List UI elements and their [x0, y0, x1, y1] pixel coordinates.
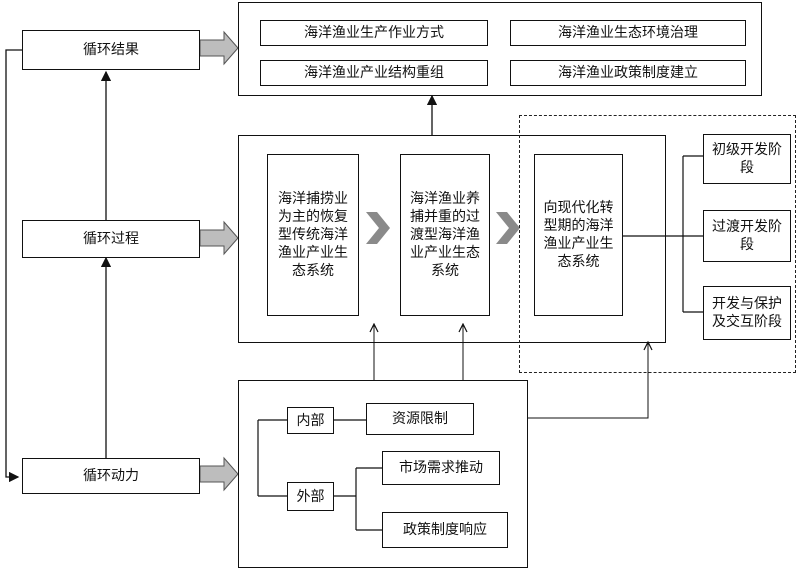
results-frame [238, 2, 762, 96]
external-label-box: 外部 [287, 482, 334, 511]
stage-transition-box: 海洋渔业养捕并重的过渡型海洋渔业产业生态系统 [400, 154, 490, 316]
result-item-4: 海洋渔业政策制度建立 [510, 60, 746, 86]
stage-modern-box: 向现代化转型期的海洋渔业产业生态系统 [534, 154, 623, 316]
block-arrow-process [199, 220, 239, 256]
result-item-3: 海洋渔业产业结构重组 [260, 60, 488, 86]
loop-process-box: 循环过程 [22, 220, 200, 258]
loop-line [5, 49, 22, 483]
block-arrow-power [199, 456, 239, 492]
market-demand-box: 市场需求推动 [382, 451, 500, 485]
result-item-2: 海洋渔业生态环境治理 [510, 20, 746, 46]
result-item-1: 海洋渔业生产作业方式 [260, 20, 488, 46]
chevron-1 [366, 212, 390, 244]
phase-initial-box: 初级开发阶段 [703, 134, 791, 184]
phase-protection-box: 开发与保护及交互阶段 [703, 286, 791, 340]
policy-response-box: 政策制度响应 [382, 512, 508, 548]
loop-result-box: 循环结果 [22, 30, 200, 70]
internal-label-box: 内部 [287, 407, 334, 434]
resource-limit-box: 资源限制 [366, 403, 474, 435]
chevron-2 [496, 212, 520, 244]
up-arrow-3 [528, 342, 648, 419]
stage-traditional-box: 海洋捕捞业为主的恢复型传统海洋渔业产业生态系统 [267, 154, 359, 316]
block-arrow-result [199, 30, 239, 66]
process-frame [238, 135, 666, 343]
loop-power-box: 循环动力 [22, 458, 200, 494]
modern-phase-dashed-frame [519, 115, 796, 373]
power-frame [238, 380, 528, 568]
phase-transition-box: 过渡开发阶段 [703, 210, 791, 262]
